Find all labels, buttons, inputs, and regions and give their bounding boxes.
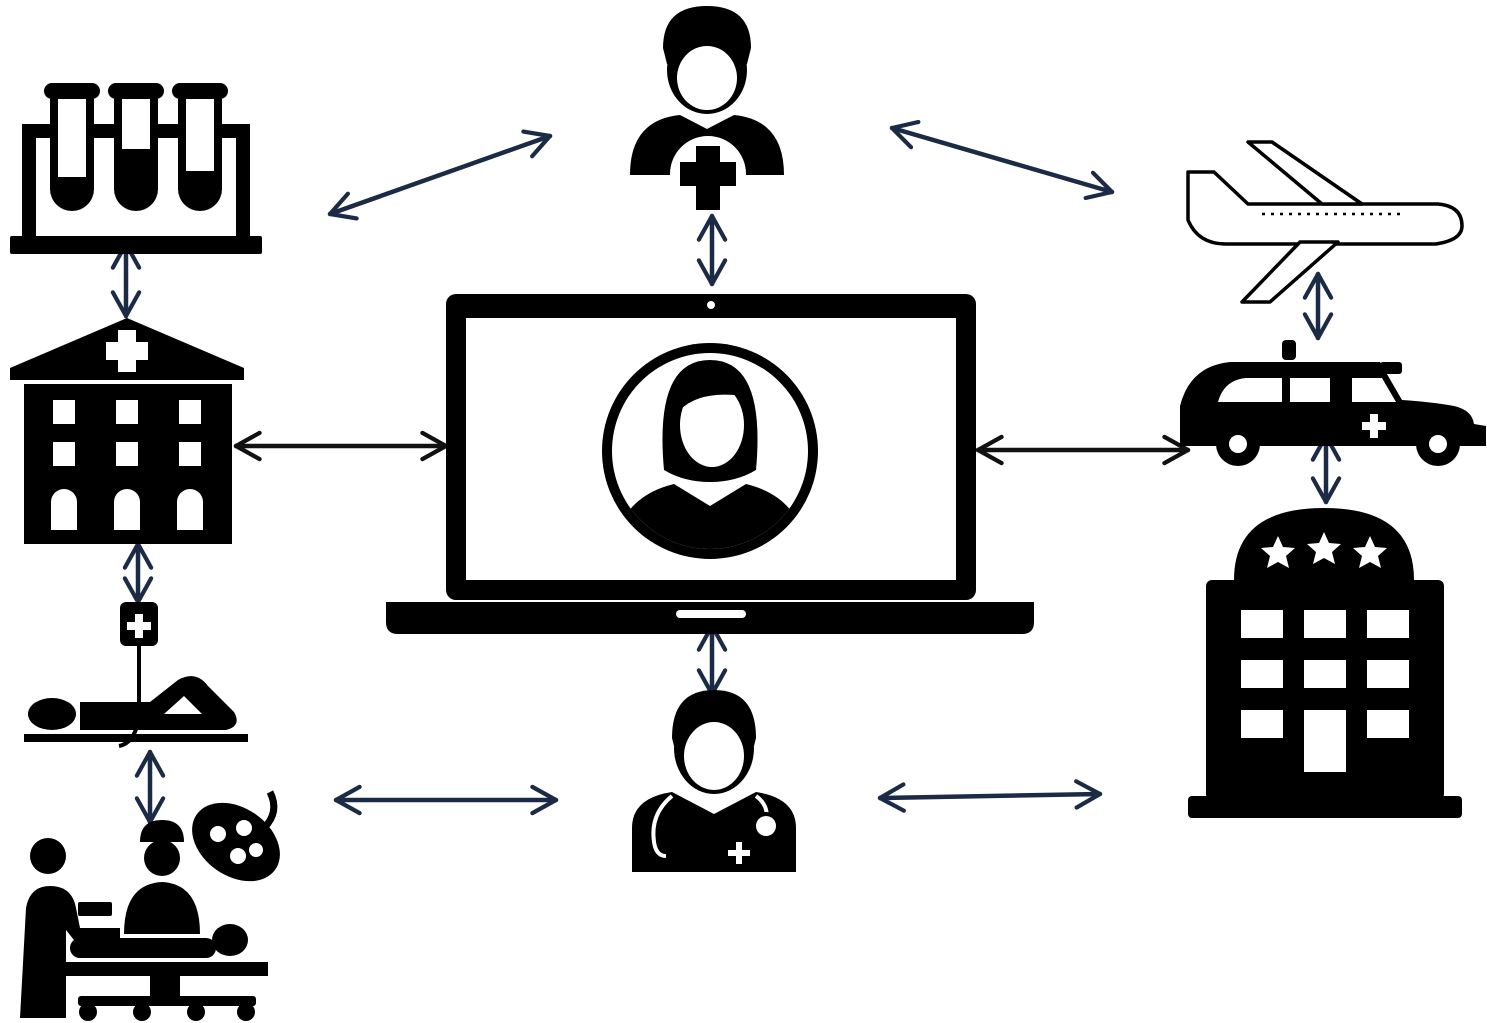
connector-nurse-flight	[889, 119, 1115, 201]
connector-doctor-hotel	[877, 779, 1103, 813]
connectors	[110, 119, 1342, 825]
nurse-medical-cross-icon	[630, 6, 784, 212]
laptop-female-doctor-video-call-icon	[386, 294, 1034, 634]
test-tubes-rack-icon	[10, 83, 262, 254]
doctor-stethoscope-icon	[632, 690, 796, 872]
airplane-icon	[1186, 140, 1464, 304]
patient-bed-iv-drip-icon	[24, 602, 248, 748]
hospital-building-icon	[10, 318, 244, 544]
connector-laboratory-nurse	[327, 129, 553, 221]
surgery-team-operating-lamp-icon	[20, 790, 280, 1021]
three-star-hotel-icon	[1188, 508, 1462, 818]
ambulance-icon	[1180, 340, 1486, 466]
